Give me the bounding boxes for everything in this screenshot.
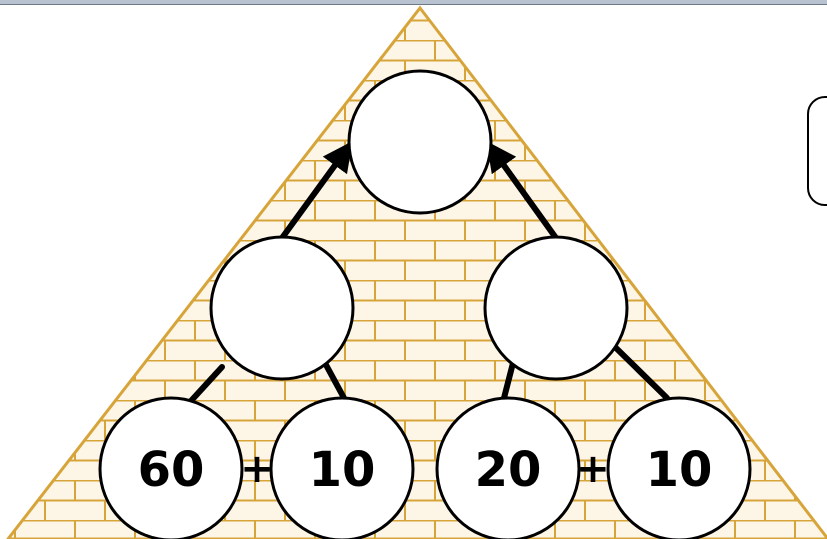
answer-box[interactable] [807,96,827,206]
plus-sign-left: + [240,446,274,492]
bottom-value-4: 10 [646,442,713,498]
bottom-value-2: 10 [309,442,376,498]
plus-sign-right: + [576,446,610,492]
bottom-value-3: 20 [475,442,542,498]
top-circle[interactable] [349,71,491,213]
bottom-value-1: 60 [138,442,205,498]
middle-right-circle[interactable] [485,237,627,379]
middle-left-circle[interactable] [211,237,353,379]
